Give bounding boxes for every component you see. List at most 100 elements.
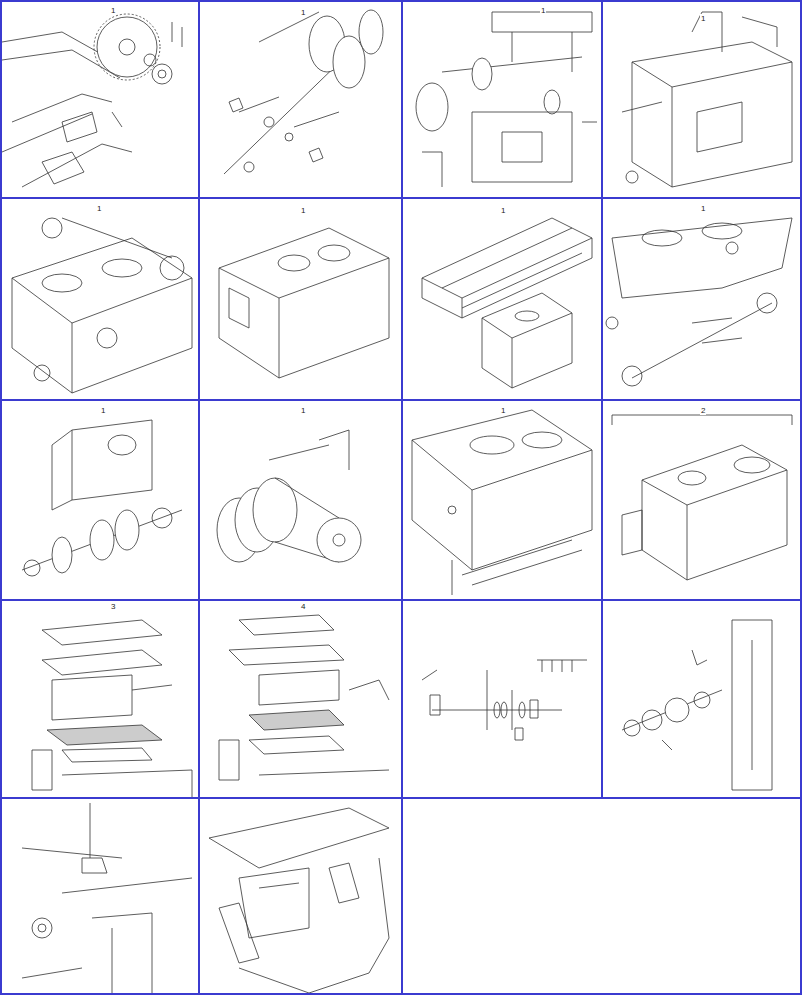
line-art: [642, 710, 662, 730]
shaft-schematic: [422, 660, 587, 740]
line-art: [612, 415, 792, 425]
callout-number: 1: [110, 6, 116, 15]
line-art: [472, 58, 492, 90]
frame-shaft-view: [416, 12, 597, 187]
line-art: [515, 311, 539, 321]
callout-number: 1: [500, 206, 506, 215]
line-art: [422, 122, 597, 187]
exploded-views: [2, 10, 792, 993]
housing-bracket-view: [612, 415, 792, 580]
lever-frame-view: [22, 803, 192, 993]
line-art: [278, 255, 310, 271]
line-art: [472, 112, 572, 182]
callout-number: 1: [700, 14, 706, 23]
line-art: [158, 70, 166, 78]
line-art: [412, 410, 592, 570]
line-art: [470, 436, 514, 454]
line-art: [160, 256, 184, 280]
line-art: [544, 90, 560, 114]
line-art: [329, 863, 359, 903]
line-art: [501, 702, 507, 718]
line-art: [22, 848, 192, 893]
line-art: [52, 537, 72, 573]
gear-frame-view: [622, 620, 772, 790]
line-art: [112, 22, 182, 127]
line-art: [259, 670, 389, 705]
line-art: [492, 12, 592, 72]
line-art: [229, 615, 344, 665]
line-art: [622, 690, 722, 730]
line-art: [442, 228, 582, 308]
line-art: [632, 42, 792, 187]
line-art: [209, 808, 389, 868]
line-art: [52, 675, 132, 720]
line-art: [642, 445, 787, 580]
line-art: [452, 540, 582, 595]
line-art: [333, 36, 365, 88]
line-art: [62, 218, 172, 258]
line-art: [757, 293, 777, 313]
callout-number: 1: [500, 406, 506, 415]
sieve-linkage-view: [219, 615, 389, 780]
line-art: [115, 510, 139, 550]
line-art: [94, 14, 160, 80]
sieve-stack-view: [32, 620, 192, 798]
callout-number: 1: [100, 406, 106, 415]
callout-number: 1: [540, 6, 546, 15]
line-art: [662, 650, 707, 750]
line-art: [38, 924, 46, 932]
line-art: [42, 218, 62, 238]
line-art: [90, 520, 114, 560]
belt-drive-view: [217, 430, 361, 562]
line-art: [665, 698, 689, 722]
line-art: [219, 740, 239, 780]
line-art: [530, 700, 538, 718]
line-art: [152, 508, 172, 528]
line-art: [249, 736, 389, 775]
line-art: [244, 162, 254, 172]
line-art: [52, 420, 152, 510]
line-art: [22, 968, 82, 978]
line-art: [119, 39, 135, 55]
line-art: [42, 112, 97, 184]
line-art: [442, 57, 582, 72]
bracket-shaft-view: [606, 218, 792, 386]
line-art: [239, 868, 309, 938]
long-frame-view: [422, 218, 592, 388]
line-art: [537, 660, 587, 672]
line-art: [22, 510, 182, 570]
sprocket-view: [2, 14, 182, 187]
line-art: [152, 64, 172, 84]
line-art: [624, 720, 640, 736]
line-art: [42, 620, 162, 675]
line-art: [219, 903, 259, 963]
line-art: [24, 560, 40, 576]
line-art: [318, 245, 350, 261]
line-art: [82, 803, 107, 873]
line-art: [519, 702, 525, 718]
line-art: [612, 218, 792, 298]
callout-number: 2: [700, 406, 706, 415]
line-art: [632, 303, 772, 378]
line-art: [522, 432, 562, 448]
casing-view: [12, 218, 192, 393]
line-art: [285, 133, 293, 141]
line-art: [239, 858, 389, 993]
line-art: [32, 685, 172, 790]
line-art: [47, 725, 162, 745]
line-art: [229, 98, 323, 162]
line-art: [333, 534, 345, 546]
callout-number: 1: [300, 8, 306, 17]
line-art: [622, 510, 642, 555]
line-art: [726, 242, 738, 254]
callout-number: 3: [110, 602, 116, 611]
line-art: [742, 17, 777, 47]
line-art: [622, 366, 642, 386]
line-art: [448, 506, 456, 514]
drum-view: [22, 420, 182, 576]
line-art: [642, 230, 682, 246]
